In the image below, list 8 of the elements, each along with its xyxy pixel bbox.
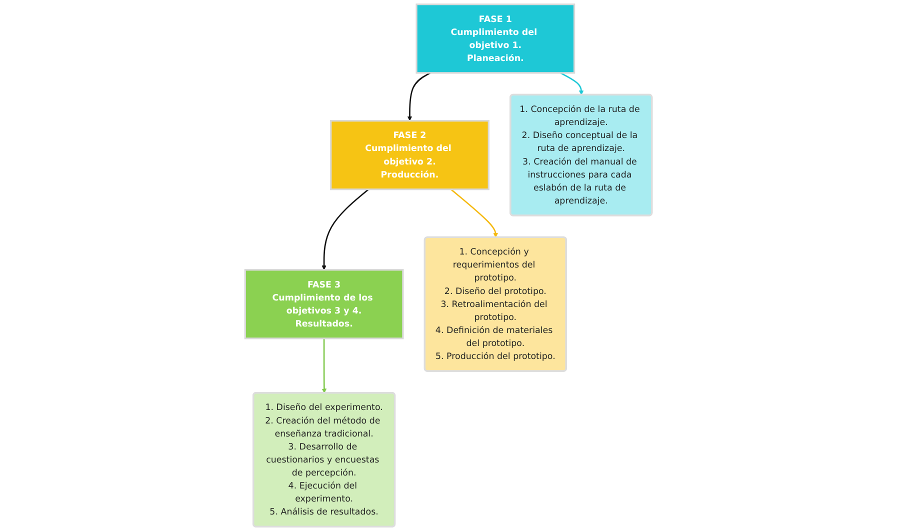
- arrow: [322, 188, 369, 270]
- arrow: [560, 72, 584, 96]
- node-box: FASE 2 Cumplimiento del objetivo 2. Producción.: [330, 120, 490, 190]
- arrow: [407, 72, 431, 121]
- node-box: FASE 3 Cumplimiento de los objetivos 3 y 4. Resultados.: [244, 269, 404, 340]
- arrow: [322, 338, 327, 394]
- node-box: FASE 1 Cumplimiento del objetivo 1. Planeación.: [416, 4, 576, 74]
- arrow: [450, 188, 498, 238]
